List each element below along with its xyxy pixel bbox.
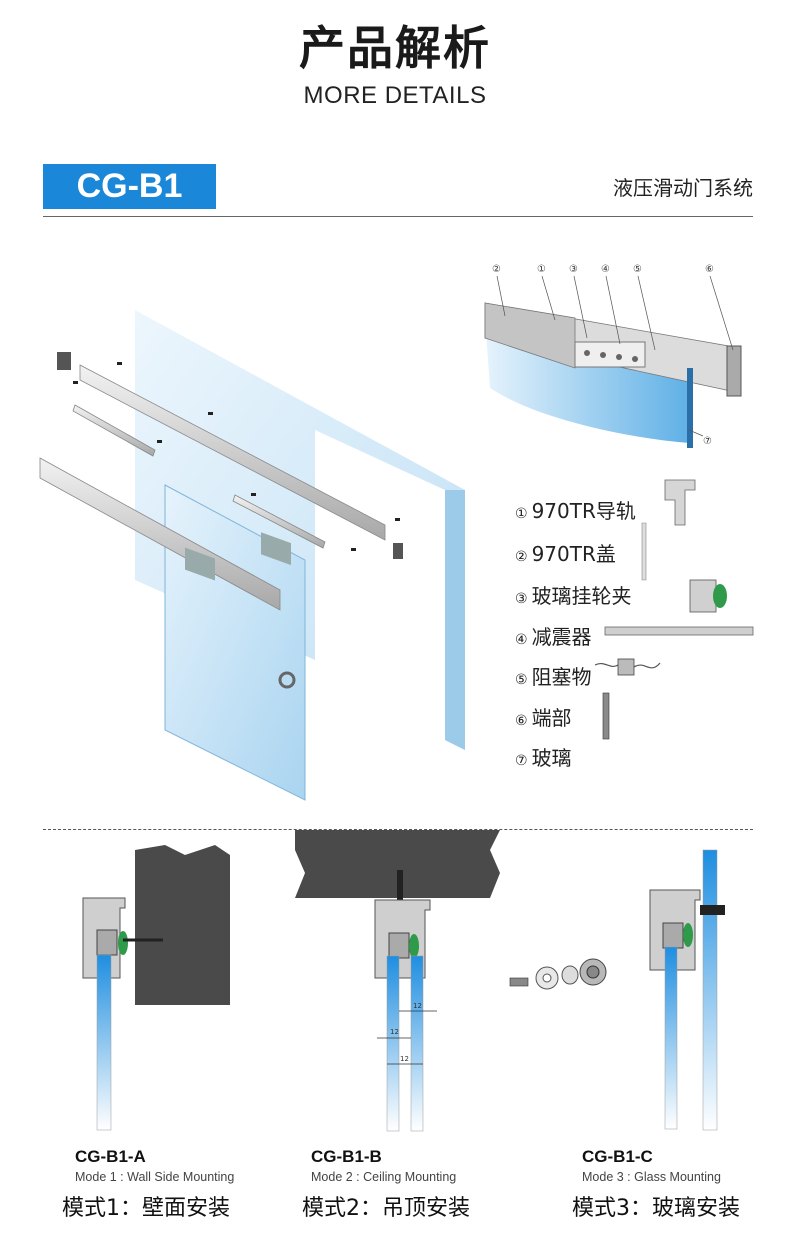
mode-c-caption: CG-B1-C Mode 3 : Glass Mounting [582,1147,721,1184]
callout-4: ④ [601,264,610,275]
exploded-door-illustration [39,310,465,801]
track-detail-illustration: ② ① ③ ④ ⑤ ⑥ ⑦ [484,264,742,448]
callout-6: ⑥ [705,264,714,275]
mode-b-illustration: 12 12 12 [295,830,500,1132]
section-divider [43,829,753,830]
mode-a-cn: 模式1：壁面安装 [62,1196,230,1221]
mode-c-cn: 模式3：玻璃安装 [572,1196,740,1221]
mode-b-cn: 模式2：吊顶安装 [302,1196,470,1221]
part-thumbnails [594,479,754,740]
mode-a-code: CG-B1-A [75,1147,146,1166]
mode-c-illustration [649,849,725,1131]
callout-2: ② [492,264,501,275]
mode-b-code: CG-B1-B [311,1147,382,1166]
mode-c-hardware-illustration [509,958,607,990]
mode-b-en: Mode 2 : Ceiling Mounting [311,1170,457,1184]
dimension-label-3: 12 [400,1055,409,1063]
mode-c-code: CG-B1-C [582,1147,653,1166]
callout-7: ⑦ [703,436,712,447]
product-subtitle: 液压滑动门系统 [613,176,753,200]
mode-a-illustration [82,845,230,1131]
mode-a-en: Mode 1 : Wall Side Mounting [75,1170,235,1184]
dimension-label-1: 12 [413,1002,422,1010]
callout-1: ① [537,264,546,275]
header-divider [43,216,753,217]
mode-c-en: Mode 3 : Glass Mounting [582,1170,721,1184]
mode-b-caption: CG-B1-B Mode 2 : Ceiling Mounting [311,1147,456,1184]
page-title: 产品解析 [299,21,491,75]
page-subtitle-en: MORE DETAILS [303,82,487,109]
callout-5: ⑤ [633,264,642,275]
mode-a-caption: CG-B1-A Mode 1 : Wall Side Mounting [75,1147,234,1184]
dimension-label-2: 12 [390,1028,399,1036]
model-badge: CG-B1 [43,164,216,209]
callout-3: ③ [569,264,578,275]
